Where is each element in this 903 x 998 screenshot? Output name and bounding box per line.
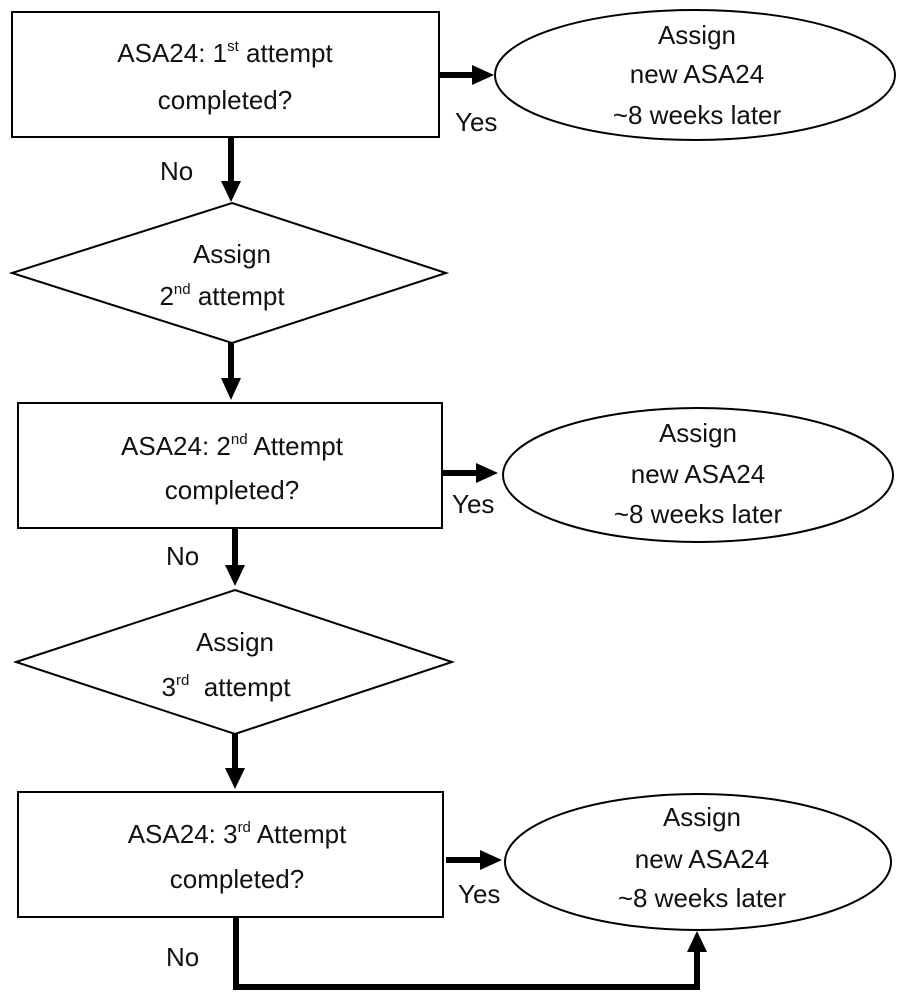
step3-group: ASA24: 3rd Attempt completed? Assign new… xyxy=(17,791,892,990)
step3-outcome-ellipse xyxy=(504,793,892,931)
assign3-group: Assign 3rd attempt xyxy=(12,588,456,789)
step2-no-label: No xyxy=(166,541,199,571)
step2-outcome-ellipse xyxy=(502,407,894,543)
step1-outcome-line2: new ASA24 xyxy=(630,59,764,89)
step3-no-arrow-path xyxy=(233,917,700,990)
step3-outcome-line2: new ASA24 xyxy=(635,844,769,874)
step1-question-line1: ASA24: 1st attempt xyxy=(117,38,333,68)
step1-outcome-line1: Assign xyxy=(658,20,736,50)
step1-yes-label: Yes xyxy=(455,107,497,137)
step1-no-label: No xyxy=(160,156,193,186)
step2-group: ASA24: 2nd Attempt completed? Assign new… xyxy=(17,402,894,586)
step2-yes-arrowhead xyxy=(476,463,498,483)
step3-question-line1: ASA24: 3rd Attempt xyxy=(128,819,347,849)
step1-decision-box xyxy=(11,11,440,138)
step2-outcome-line2: new ASA24 xyxy=(631,459,765,489)
step2-no-arrowhead xyxy=(225,565,245,586)
step3-yes-label: Yes xyxy=(458,879,500,909)
step3-outcome-line1: Assign xyxy=(663,802,741,832)
assign2-group: Assign 2nd attempt xyxy=(8,201,450,400)
step2-outcome-line3: ~8 weeks later xyxy=(614,499,783,529)
step3-no-label: No xyxy=(166,942,199,972)
assign3-diamond xyxy=(12,588,456,736)
step2-yes-label: Yes xyxy=(452,489,494,519)
step3-no-arrowhead xyxy=(687,931,707,952)
step3-outcome-line3: ~8 weeks later xyxy=(618,883,787,913)
assign2-line2: 2nd attempt xyxy=(159,281,285,311)
step3-question-line2: completed? xyxy=(170,864,304,894)
step1-outcome-ellipse xyxy=(494,9,896,141)
assign2-diamond xyxy=(8,201,450,345)
step3-decision-box xyxy=(17,791,444,918)
step1-no-arrowhead xyxy=(221,181,241,202)
step1-group: ASA24: 1st attempt completed? Assign new… xyxy=(11,9,896,202)
step1-outcome-line3: ~8 weeks later xyxy=(613,100,782,130)
step3-yes-arrowhead xyxy=(480,850,502,870)
step2-question-line1: ASA24: 2nd Attempt xyxy=(121,431,344,461)
step1-yes-arrowhead xyxy=(472,65,494,85)
assign3-line1: Assign xyxy=(196,627,274,657)
step2-outcome-line1: Assign xyxy=(659,418,737,448)
assign3-arrowhead xyxy=(225,768,245,789)
assign2-arrowhead xyxy=(221,378,241,400)
step1-question-line2: completed? xyxy=(158,85,292,115)
assign3-line2: 3rd attempt xyxy=(162,672,292,702)
step2-decision-box xyxy=(17,402,443,529)
step2-question-line2: completed? xyxy=(165,475,299,505)
assign2-line1: Assign xyxy=(193,239,271,269)
